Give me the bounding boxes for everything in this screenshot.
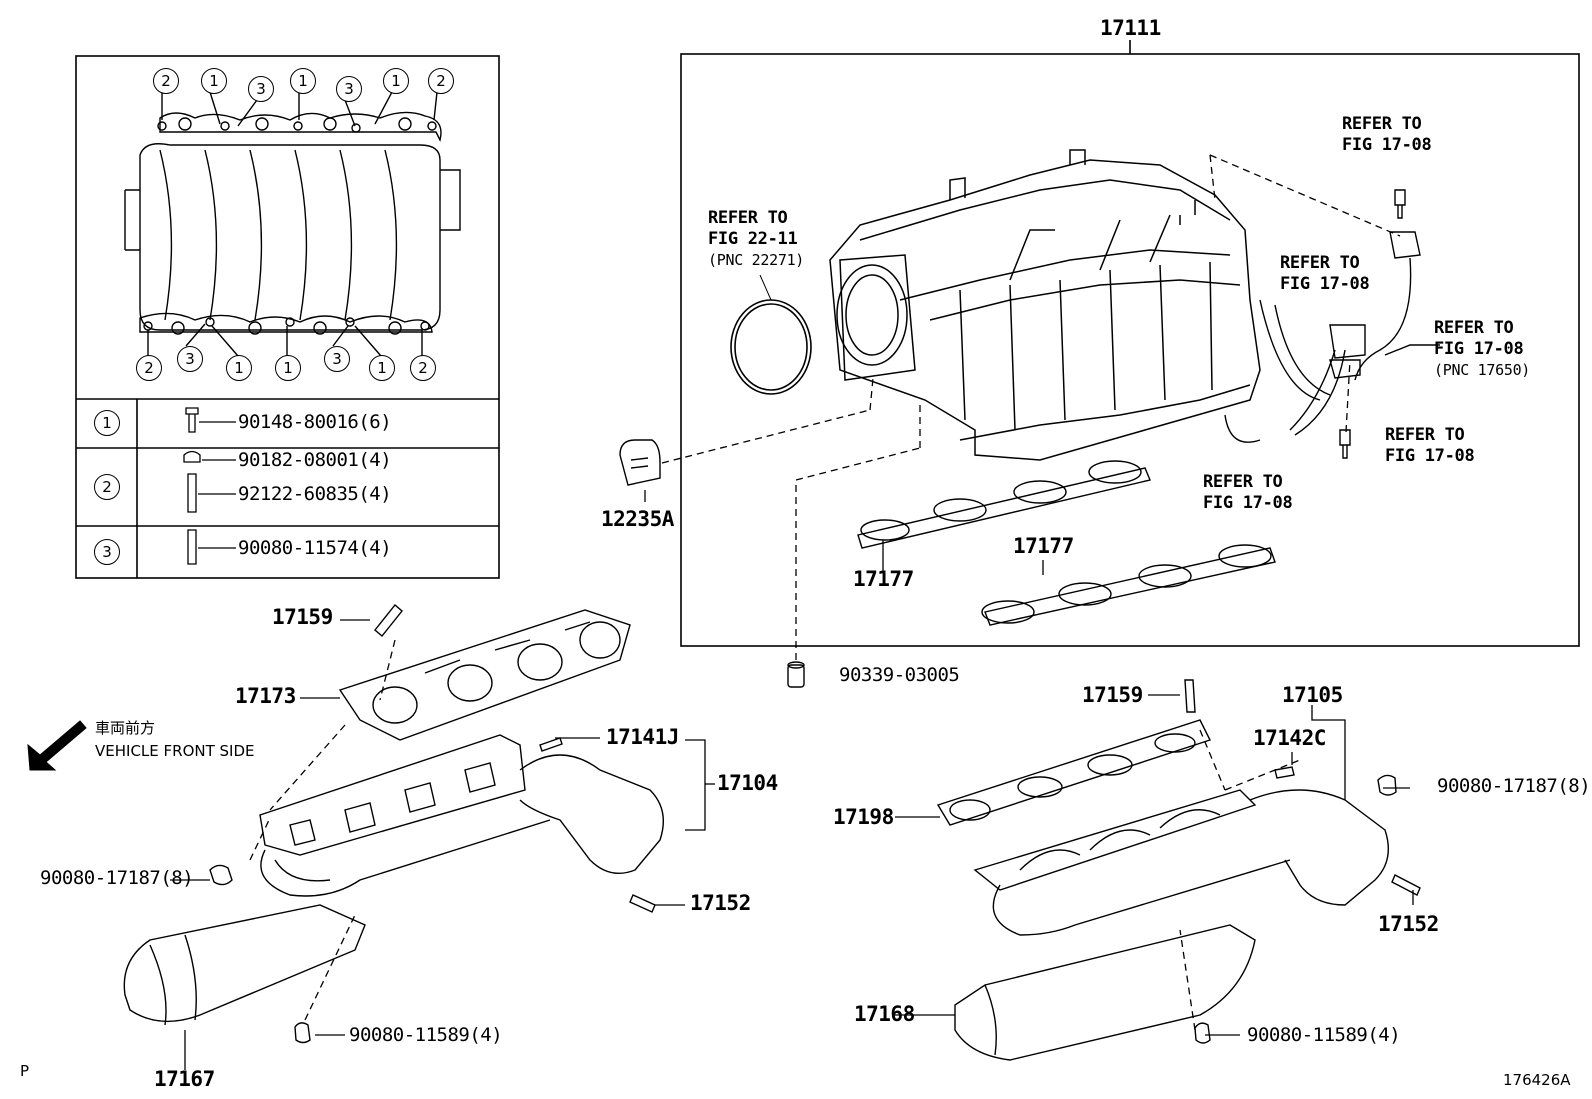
- marker-bottom-2: 3: [177, 346, 203, 372]
- marker-bottom-6: 1: [369, 355, 395, 381]
- ref-lower-right-line1: REFER TO: [1385, 425, 1465, 445]
- ref-pnc-17650-line3: (PNC 17650): [1434, 361, 1531, 379]
- legend-part-2b[interactable]: 92122-60835(4): [238, 483, 392, 505]
- exhaust-gasket-right: [936, 719, 1211, 826]
- solid-leaders: [170, 490, 1414, 1070]
- marker-top-5: 3: [336, 76, 362, 102]
- gasket-lower: [981, 544, 1276, 626]
- part-17105[interactable]: 17105: [1282, 683, 1343, 707]
- vsv-and-hoses: [1224, 189, 1440, 459]
- part-90080-11589-left[interactable]: 90080-11589(4): [349, 1024, 503, 1046]
- part-90080-17187-right[interactable]: 90080-17187(8): [1437, 775, 1591, 797]
- ref-lower-right-line2: FIG 17-08: [1385, 446, 1475, 466]
- ref-top-right-line1: REFER TO: [1342, 114, 1422, 134]
- ref-bottom-line1: REFER TO: [1203, 472, 1283, 492]
- exhaust-manifold-right: [973, 789, 1389, 936]
- ref-fig-22-11-line3: (PNC 22271): [708, 251, 805, 269]
- part-90080-11589-right[interactable]: 90080-11589(4): [1247, 1024, 1401, 1046]
- heat-insulator-left: [123, 904, 366, 1026]
- marker-bottom-3: 1: [226, 355, 252, 381]
- marker-bottom-7: 2: [410, 355, 436, 381]
- marker-bottom-4: 1: [275, 355, 301, 381]
- heat-insulator-right: [954, 924, 1256, 1061]
- part-90339-03005[interactable]: 90339-03005: [839, 664, 960, 686]
- marker-top-6: 1: [383, 68, 409, 94]
- intake-manifold-top-view: [124, 91, 461, 357]
- part-17152-left[interactable]: 17152: [690, 891, 751, 915]
- ref-fig-22-11-line2: FIG 22-11: [708, 229, 798, 249]
- part-17198[interactable]: 17198: [833, 805, 894, 829]
- fittings: [619, 439, 805, 688]
- exhaust-gasket-left: [338, 609, 631, 741]
- marker-bottom-5: 3: [324, 346, 350, 372]
- ref-pnc-17650-line2: FIG 17-08: [1434, 339, 1524, 359]
- part-12235A[interactable]: 12235A: [601, 507, 674, 531]
- front-direction-arrow-icon: [27, 720, 87, 771]
- ref-pnc-17650-line1: REFER TO: [1434, 318, 1514, 338]
- left-fasteners: [209, 603, 656, 1044]
- marker-bottom-1: 2: [136, 355, 162, 381]
- legend-fasteners: [183, 407, 236, 565]
- direction-label-japanese: 車両前方: [95, 719, 156, 737]
- marker-top-3: 3: [248, 76, 274, 102]
- legend-key-2: 2: [94, 474, 120, 500]
- ref-bottom-line2: FIG 17-08: [1203, 493, 1293, 513]
- figure-id: 176426A: [1503, 1071, 1571, 1089]
- part-17168[interactable]: 17168: [854, 1002, 915, 1026]
- part-17142C[interactable]: 17142C: [1253, 726, 1326, 750]
- part-17111[interactable]: 17111: [1100, 16, 1161, 40]
- page-marker: P: [20, 1062, 30, 1080]
- part-90080-17187-left[interactable]: 90080-17187(8): [40, 867, 194, 889]
- part-17173[interactable]: 17173: [235, 684, 296, 708]
- right-fasteners: [1184, 679, 1421, 1044]
- ref-mid-line2: FIG 17-08: [1280, 274, 1370, 294]
- part-17141J[interactable]: 17141J: [606, 725, 679, 749]
- part-17104[interactable]: 17104: [717, 771, 778, 795]
- part-17159-right[interactable]: 17159: [1082, 683, 1143, 707]
- legend-part-2a[interactable]: 90182-08001(4): [238, 449, 392, 471]
- o-ring-illustration: [730, 274, 812, 395]
- part-17177-upper[interactable]: 17177: [853, 567, 914, 591]
- legend-key-1: 1: [94, 410, 120, 436]
- ref-fig-22-11-line1: REFER TO: [708, 208, 788, 228]
- marker-top-7: 2: [428, 68, 454, 94]
- intake-manifold-illustration: [829, 149, 1261, 461]
- part-17177-lower[interactable]: 17177: [1013, 534, 1074, 558]
- legend-box: [75, 55, 500, 579]
- assembly-box-17111: [680, 40, 1580, 647]
- marker-top-1: 2: [153, 68, 179, 94]
- part-17152-right[interactable]: 17152: [1378, 912, 1439, 936]
- legend-key-3: 3: [94, 539, 120, 565]
- part-17167[interactable]: 17167: [154, 1067, 215, 1091]
- marker-top-4: 1: [290, 68, 316, 94]
- ref-mid-line1: REFER TO: [1280, 253, 1360, 273]
- ref-top-right-line2: FIG 17-08: [1342, 135, 1432, 155]
- exhaust-manifold-left: [259, 734, 664, 897]
- marker-top-2: 1: [201, 68, 227, 94]
- legend-part-1[interactable]: 90148-80016(6): [238, 411, 392, 433]
- direction-label-english: VEHICLE FRONT SIDE: [95, 742, 255, 760]
- gasket-upper: [857, 460, 1151, 549]
- legend-part-3[interactable]: 90080-11574(4): [238, 537, 392, 559]
- part-17159-left[interactable]: 17159: [272, 605, 333, 629]
- dashed-leaders: [249, 154, 1401, 1031]
